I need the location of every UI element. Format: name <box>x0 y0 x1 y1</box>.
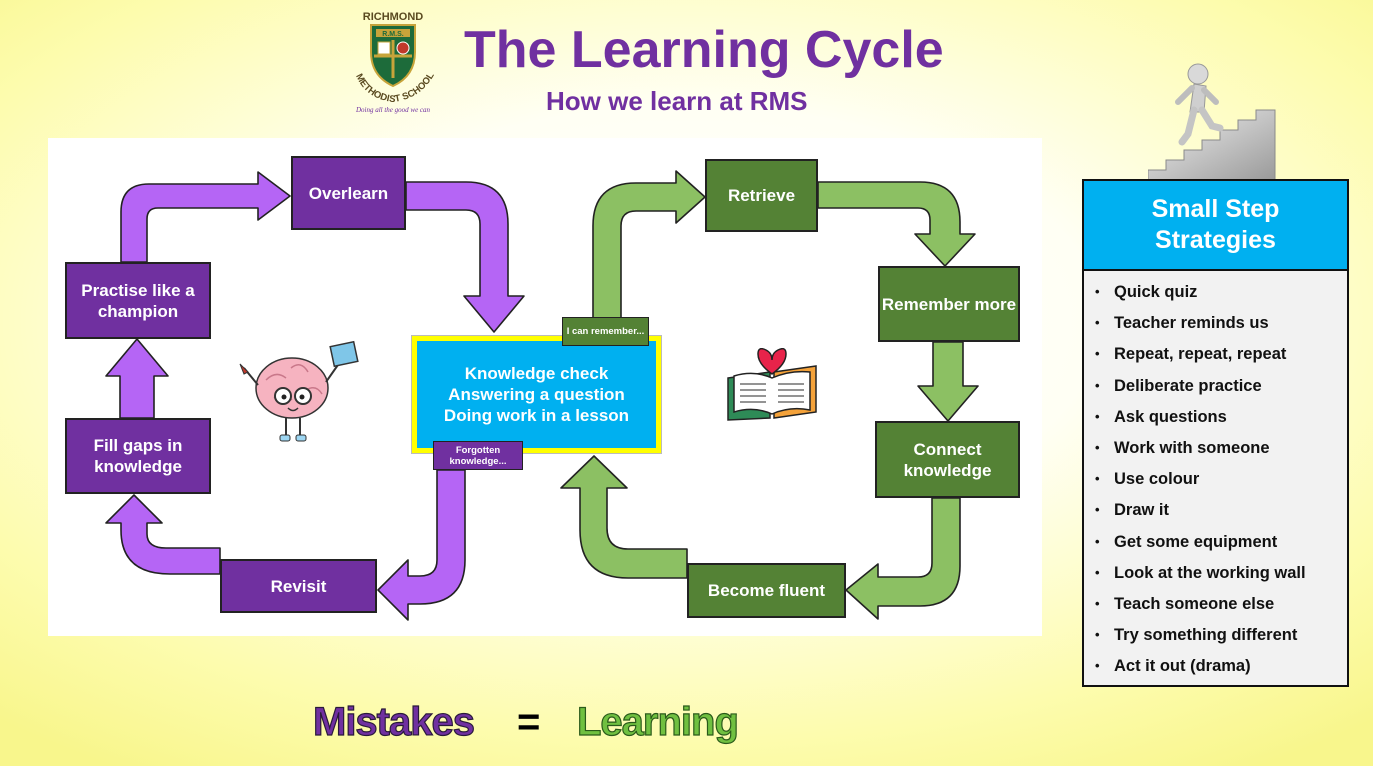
arrow-remember-to-connect <box>917 341 979 422</box>
list-item: Use colour <box>1084 469 1347 500</box>
forgotten-knowledge-tag: Forgotten knowledge... <box>433 441 523 470</box>
learning-word: Learning <box>576 699 739 744</box>
logo-motto: Doing all the good we can <box>355 106 431 114</box>
list-item: Draw it <box>1084 500 1347 531</box>
arrow-connect-to-fluent <box>845 497 961 620</box>
list-item: Ask questions <box>1084 407 1347 438</box>
cycle-arrows <box>105 170 979 621</box>
list-item: Teacher reminds us <box>1084 313 1347 344</box>
remember-more-box: Remember more <box>878 266 1020 342</box>
logo-shield-text: R.M.S. <box>382 31 403 38</box>
fill-gaps-box: Fill gaps in knowledge <box>65 418 211 494</box>
strategies-heading: Small Step Strategies <box>1084 181 1347 271</box>
list-item: Get some equipment <box>1084 532 1347 563</box>
connect-knowledge-box: Connect knowledge <box>875 421 1020 498</box>
arrow-fluent-to-central <box>560 455 688 579</box>
strategies-panel: Small Step Strategies Quick quiz Teacher… <box>1082 179 1349 687</box>
list-item: Teach someone else <box>1084 594 1347 625</box>
brain-mascot-icon <box>239 340 359 442</box>
equals-sign: = <box>517 700 541 744</box>
central-line-2: Answering a question <box>448 385 625 404</box>
arrow-practise-to-overlearn <box>120 171 291 263</box>
become-fluent-box: Become fluent <box>687 563 846 618</box>
stairs-climber-icon <box>1148 63 1276 180</box>
mistakes-word: Mistakes <box>312 699 475 744</box>
practise-box: Practise like a champion <box>65 262 211 339</box>
list-item: Look at the working wall <box>1084 563 1347 594</box>
strategies-list: Quick quiz Teacher reminds us Repeat, re… <box>1084 271 1347 687</box>
arrow-retrieve-to-remember <box>817 181 976 267</box>
list-item: Work with someone <box>1084 438 1347 469</box>
logo-top-text: RICHMOND <box>363 11 424 23</box>
retrieve-box: Retrieve <box>705 159 818 232</box>
i-can-remember-tag: I can remember... <box>562 317 649 346</box>
central-line-1: Knowledge check <box>464 364 609 383</box>
arrow-remember-tag-to-retrieve <box>592 170 706 319</box>
school-logo: RICHMOND R.M.S. METHODIST SCHOOL Doing a… <box>353 11 437 114</box>
list-item: Quick quiz <box>1084 282 1347 313</box>
overlearn-box: Overlearn <box>291 156 406 230</box>
list-item: Try something different <box>1084 625 1347 656</box>
heart-book-icon <box>727 348 817 421</box>
arrow-fillgaps-to-practise <box>105 338 169 419</box>
list-item: Act it out (drama) <box>1084 656 1347 687</box>
list-item: Deliberate practice <box>1084 376 1347 407</box>
arrow-forgotten-to-revisit <box>377 469 466 621</box>
knowledge-check-box: Knowledge check Answering a question Doi… <box>411 335 662 454</box>
revisit-box: Revisit <box>220 559 377 613</box>
arrow-revisit-to-fillgaps <box>105 494 221 575</box>
arrow-overlearn-to-central <box>405 181 525 333</box>
list-item: Repeat, repeat, repeat <box>1084 344 1347 375</box>
page-title: The Learning Cycle <box>464 21 944 79</box>
central-line-3: Doing work in a lesson <box>443 406 630 425</box>
page-subtitle: How we learn at RMS <box>546 86 808 116</box>
